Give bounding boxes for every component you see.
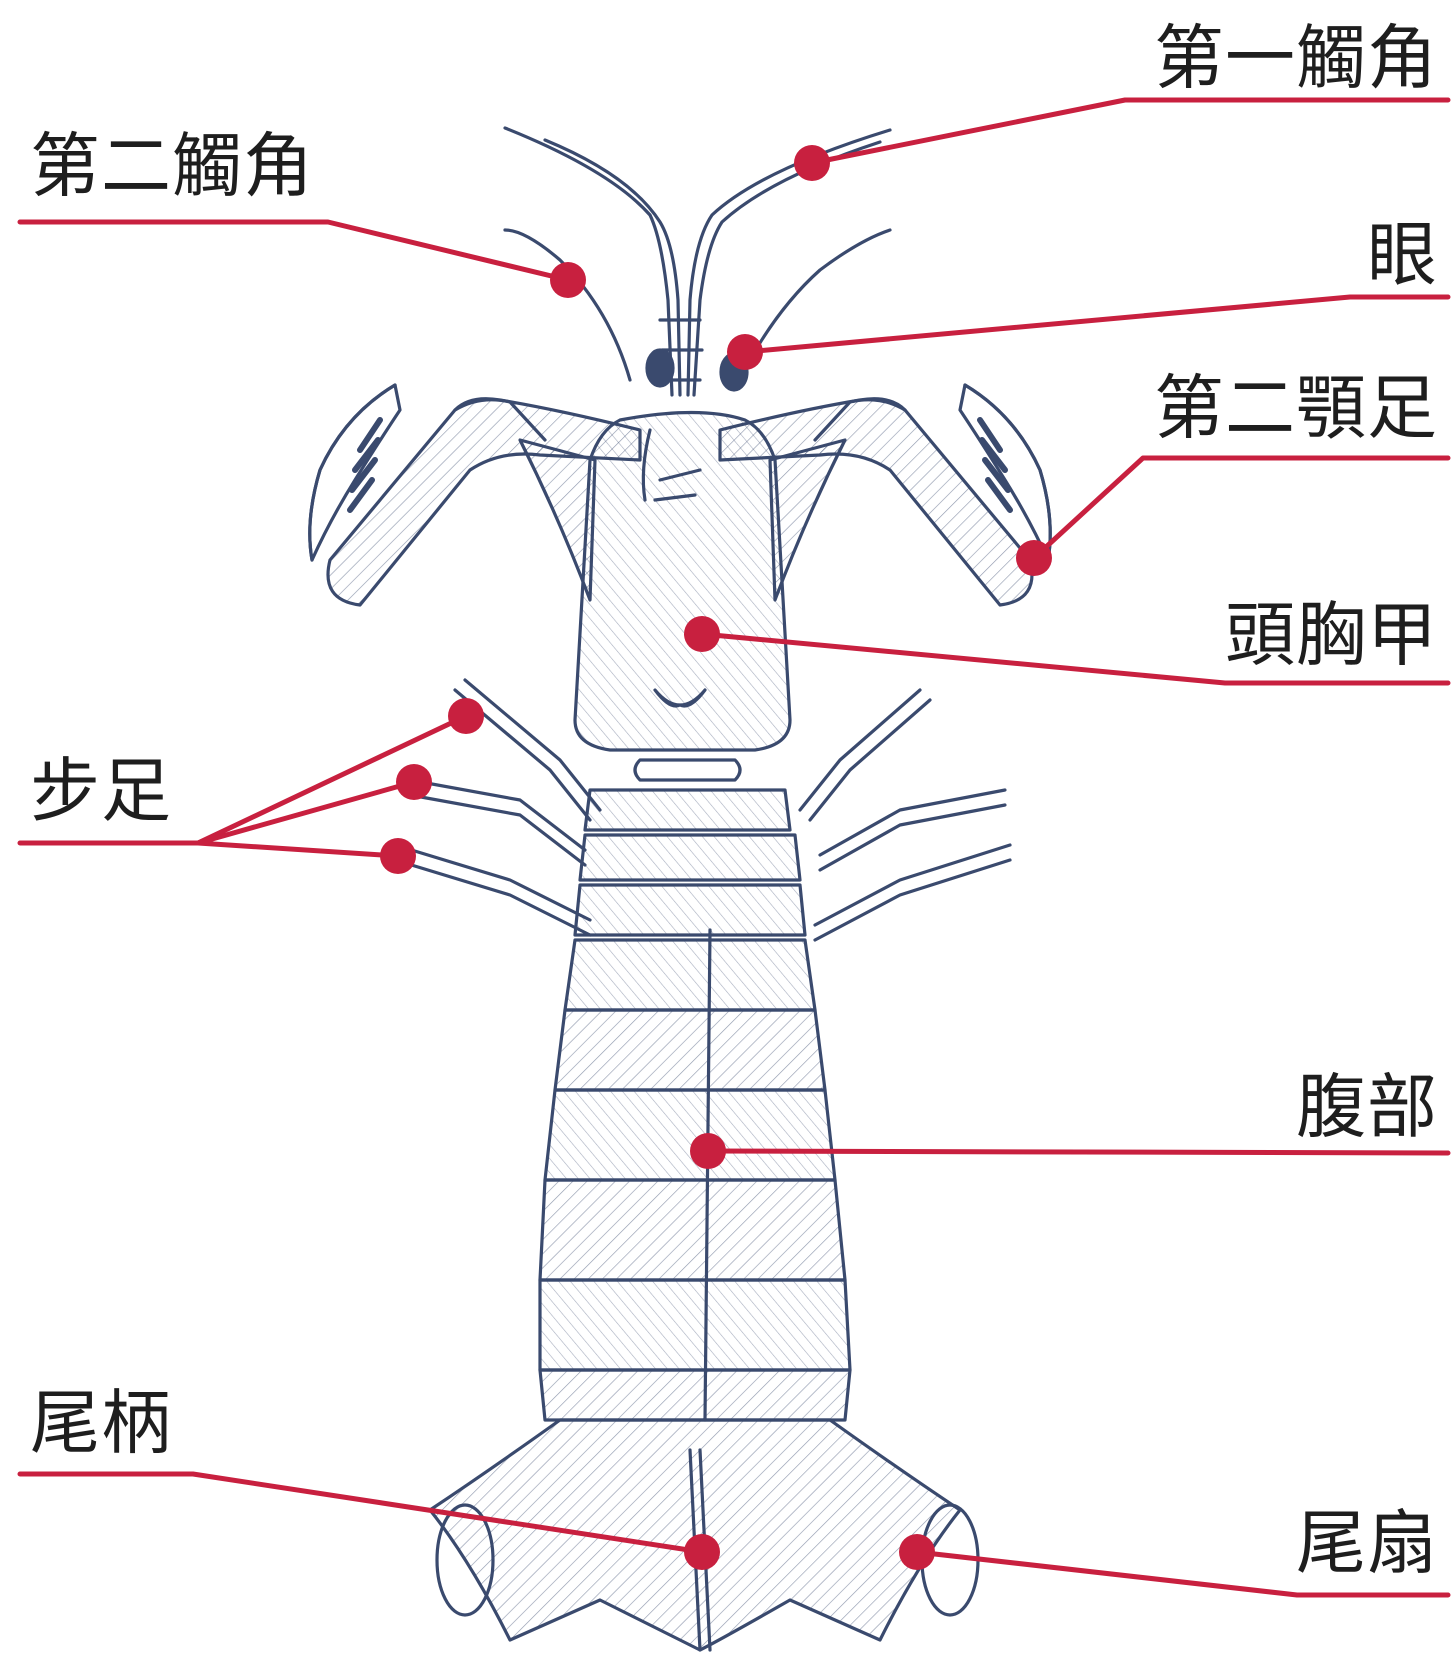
walking-leg-marker <box>380 838 416 874</box>
second-antenna-marker <box>550 262 586 298</box>
carapace-marker <box>684 616 720 652</box>
label-first-antenna: 第一觸角 <box>1154 20 1438 96</box>
second-antenna-leader <box>20 222 568 280</box>
telson-marker <box>684 1534 720 1570</box>
abdomen-shape <box>540 930 850 1420</box>
label-second-antenna: 第二觸角 <box>30 128 314 204</box>
eye-marker <box>727 334 763 370</box>
label-carapace: 頭胸甲 <box>1225 597 1438 673</box>
abdomen-leader <box>708 1151 1448 1153</box>
label-eye: 眼 <box>1367 217 1438 293</box>
abdomen-marker <box>690 1133 726 1169</box>
eye-leader <box>745 297 1448 352</box>
uropod-marker <box>899 1534 935 1570</box>
walking-leg-marker <box>448 698 484 734</box>
label-second-maxilliped: 第二顎足 <box>1154 370 1438 446</box>
first-antenna-leader <box>812 100 1448 163</box>
second-maxilliped-marker <box>1016 540 1052 576</box>
thorax-segments-shape <box>575 790 805 935</box>
shrimp-illustration <box>310 128 1050 1650</box>
first-antenna-marker <box>794 145 830 181</box>
label-uropod: 尾扇 <box>1296 1505 1438 1581</box>
carapace-shape <box>520 413 845 781</box>
second-maxilliped-leader <box>1034 458 1448 558</box>
label-abdomen: 腹部 <box>1296 1069 1438 1145</box>
label-telson: 尾柄 <box>30 1385 172 1461</box>
label-walking-legs: 步足 <box>30 753 172 829</box>
walking-leg-marker <box>396 764 432 800</box>
